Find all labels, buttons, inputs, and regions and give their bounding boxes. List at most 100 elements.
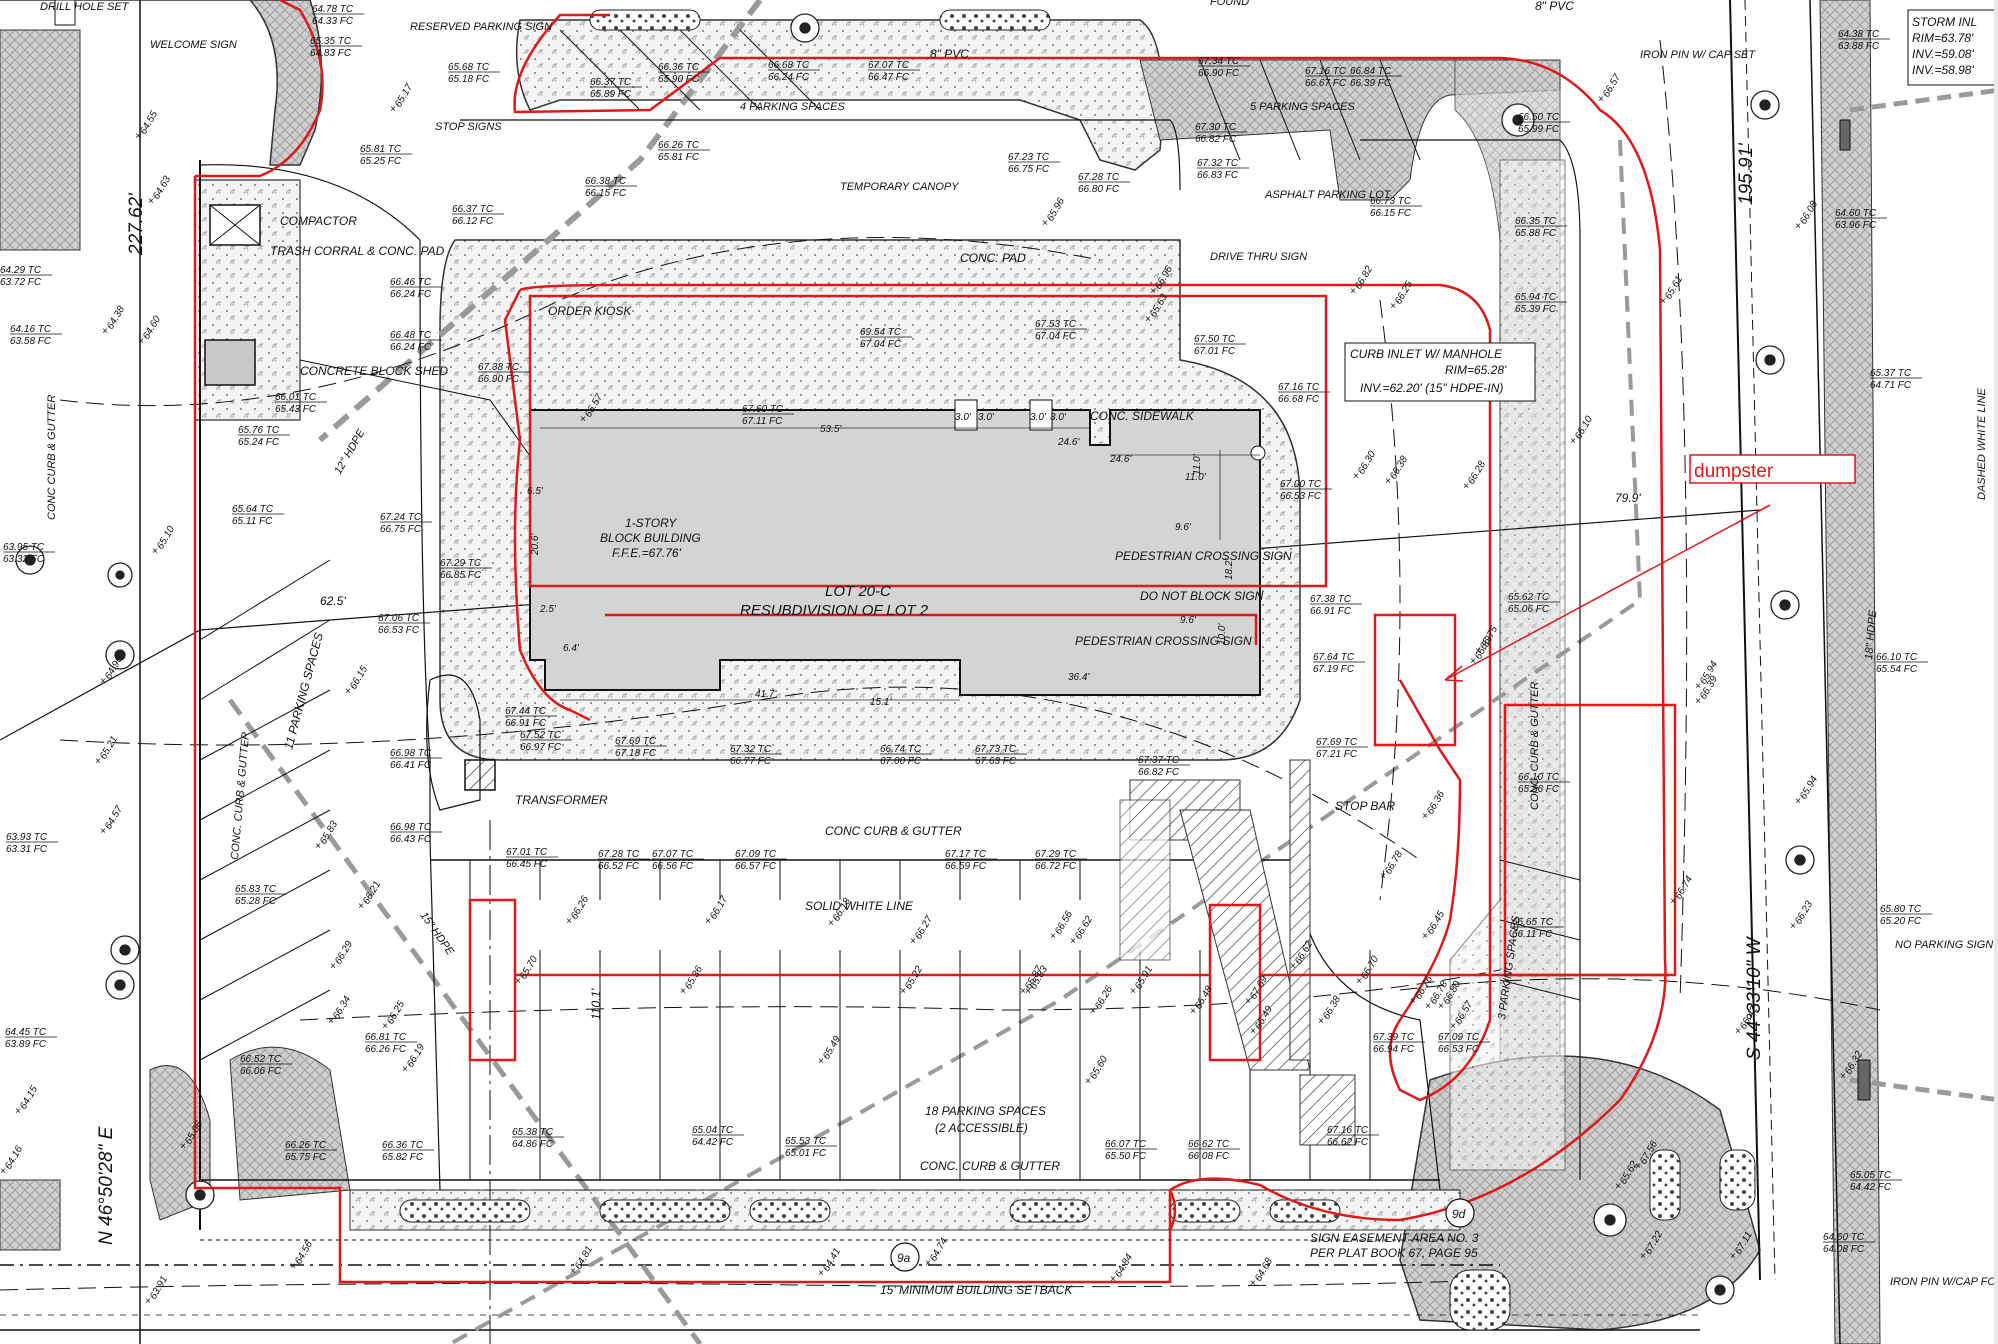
temporary-canopy-label: TEMPORARY CANOPY [840,181,959,193]
spot-mark: × [1640,1251,1646,1262]
spot-mark: × [1150,286,1156,297]
elevation-fc: 66.26 FC [365,1044,407,1055]
building-labels: LOT 20-C RESUBDIVISION OF LOT 2 1-STORY … [527,412,1235,708]
spot-mark: × [1730,1251,1736,1262]
dim-79-9: 79.9' [1615,491,1641,505]
pipe-18hdpe: 18" HDPE [1863,609,1879,660]
elevation-fc: 65.99 FC [1518,124,1560,135]
marker-9a: 9a [897,1251,911,1265]
building-setback-label: 15' MINIMUM BUILDING SETBACK [880,1283,1073,1297]
elevation-fc: 66.53 FC [1438,1044,1480,1055]
elevation-fc: 65.50 FC [1105,1151,1147,1162]
elevation-fc: 66.97 FC [520,742,562,753]
elevation-tc: 64.60 TC [1835,208,1877,219]
spot-mark: × [680,986,686,997]
elevation-tc: 66.50 TC [1518,112,1560,123]
elevation-fc: 65.11 FC [232,516,273,527]
elevation-fc: 65.90 FC [658,74,700,85]
building-dimension: 24.6' [1057,437,1080,448]
elevation-fc: 66.90 FC [478,374,520,385]
elevation-tc: 67.24 TC [380,512,422,523]
stop-bar-label: STOP BAR [1335,799,1395,813]
elevation-tc: 66.38 TC [585,176,627,187]
building-dimension: 53.5' [820,424,842,435]
elevation-fc: 67.19 FC [1313,664,1355,675]
spot-mark: × [1318,1016,1324,1027]
elevation-fc: 64.83 FC [310,48,352,59]
dashed-white-line-label: DASHED WHITE LINE [1976,387,1988,500]
elevation-fc: 67.63 FC [975,756,1017,767]
elevation-fc: 65.18 FC [448,74,490,85]
elevation-tc: 64.38 TC [1838,29,1880,40]
elevation-fc: 66.24 FC [390,342,432,353]
eighteen-parking-1: 18 PARKING SPACES [925,1104,1046,1118]
elevation-tc: 67.50 TC [1194,334,1236,345]
spot-mark: × [925,1258,931,1269]
eighteen-parking-2: (2 ACCESSIBLE) [935,1121,1028,1135]
spot-mark: × [15,1106,21,1117]
spot-mark: × [1475,646,1481,657]
elevation-tc: 67.69 TC [615,736,657,747]
elevation-tc: 66.62 TC [1188,1139,1230,1150]
spot-mark: × [382,1021,388,1032]
storm-inlet-3: INV.=59.08' [1912,47,1974,61]
spot-mark: × [900,986,906,997]
elevation-fc: 66.53 FC [1280,491,1322,502]
asphalt-parking-label: ASPHALT PARKING LOT [1264,189,1392,201]
elevation-fc: 67.21 FC [1316,749,1358,760]
spot-mark: × [1353,471,1359,482]
spot-mark: × [1390,301,1396,312]
elevation-fc: 66.11 FC [1512,929,1553,940]
conc-pad-label: CONC. PAD [960,251,1026,265]
elevation-fc: 66.80 FC [1078,184,1120,195]
building-dimension: 3.0' [955,412,972,423]
pipe-8pvc: 8" PVC [930,47,969,61]
spot-mark: × [100,676,106,687]
pipe-8pvc-top: 8" PVC [1535,0,1574,13]
spot-mark: × [1795,796,1801,807]
crosswalks [1119,759,1356,1146]
spot-mark: × [1245,996,1251,1007]
elevation-tc: 66.73 TC [1370,196,1412,207]
elevation-fc: 66.12 FC [452,216,494,227]
spot-mark: × [1422,931,1428,942]
elevation-fc: 66.82 FC [1195,134,1237,145]
spot-mark: × [1020,986,1026,997]
building-dimension: 20.6' [530,533,541,556]
elevation-tc: 65.80 TC [1880,904,1922,915]
elevation-tc: 64.16 TC [10,324,52,335]
elevation-tc: 66.68 TC [768,60,810,71]
elevation-tc: 66.98 TC [390,748,432,759]
elevation-tc: 65.35 TC [310,36,352,47]
spot-mark: × [1635,1161,1641,1172]
elevation-tc: 64.29 TC [0,265,42,276]
elevation-tc: 66.65 TC [1512,917,1554,928]
spot-mark: × [1070,936,1076,947]
elevation-tc: 67.53 TC [1035,319,1077,330]
do-not-block-sign: DO NOT BLOCK SIGN [1140,589,1264,603]
conc-curb-gutter-label: CONC CURB & GUTTER [825,824,962,838]
elevation-fc: 66.47 FC [868,72,910,83]
spot-mark: × [1090,1006,1096,1017]
